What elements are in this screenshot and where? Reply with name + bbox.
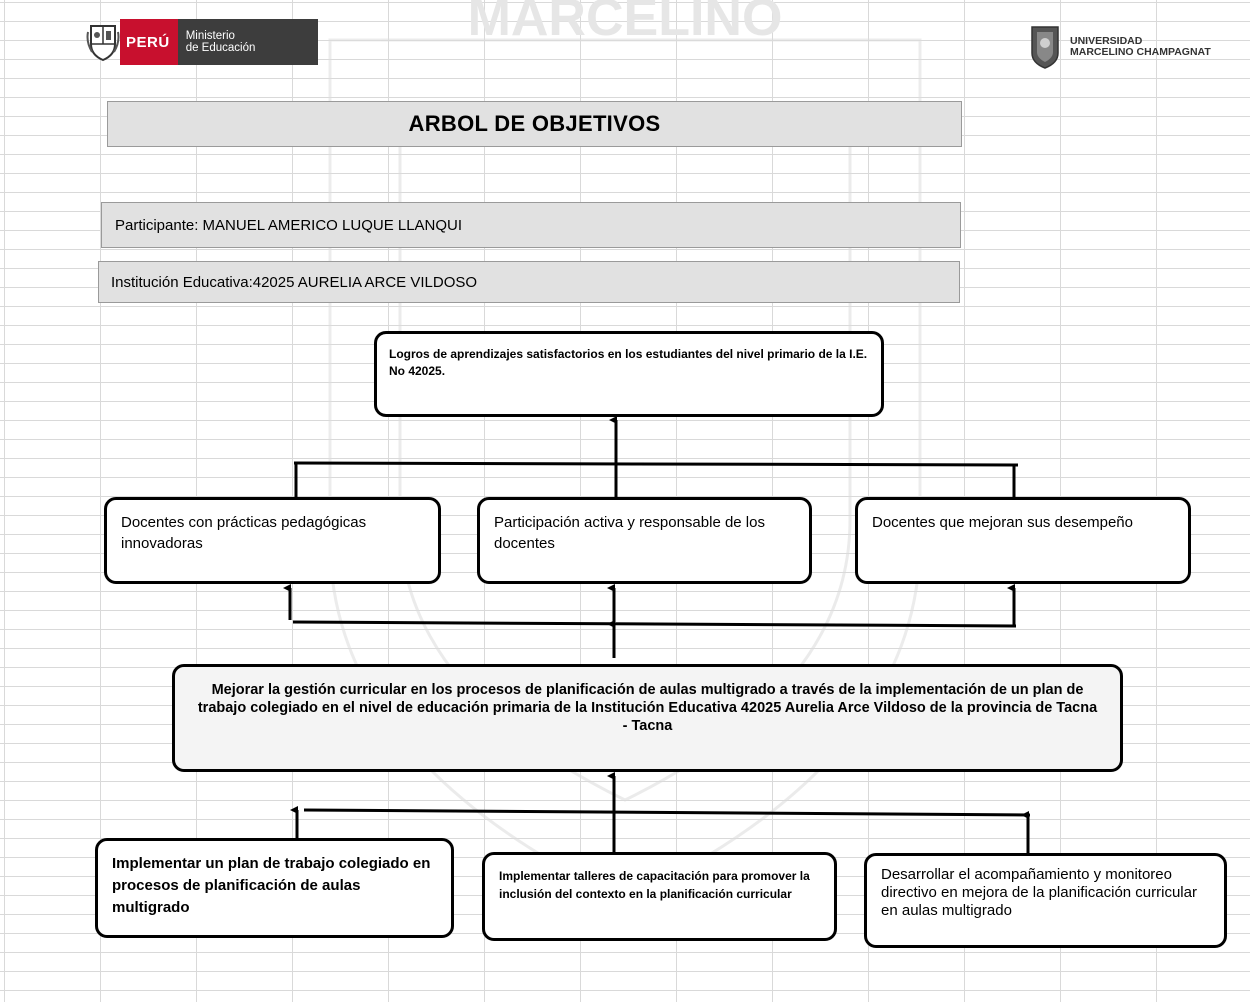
result-box-2: Participación activa y responsable de lo… <box>477 497 812 584</box>
purpose-bar-line <box>292 620 1017 628</box>
result-text-3: Docentes que mejoran sus desempeño <box>872 514 1133 531</box>
ministry-line-2: de Educación <box>185 42 256 54</box>
purpose-box: Mejorar la gestión curricular en los pro… <box>172 664 1123 772</box>
page-title: ARBOL DE OBJETIVOS <box>107 101 962 147</box>
participant-field: Participante: MANUEL AMERICO LUQUE LLANQ… <box>101 202 961 248</box>
purpose-text: Mejorar la gestión curricular en los pro… <box>197 682 1098 734</box>
result-text-1: Docentes con prácticas pedagógicas innov… <box>121 514 367 552</box>
ministry-line-1: Ministerio <box>185 30 235 42</box>
means-bar-line <box>303 808 1031 817</box>
peru-label: PERÚ <box>120 19 178 65</box>
university-crest-icon <box>1031 26 1059 69</box>
ministry-name: Ministerio de Educación <box>177 19 318 65</box>
university-name: UNIVERSIDAD MARCELINO CHAMPAGNAT <box>1070 36 1211 58</box>
results-bar-line <box>293 461 1019 467</box>
result-box-1: Docentes con prácticas pedagógicas innov… <box>104 497 441 584</box>
goal-box: Logros de aprendizajes satisfactorios en… <box>374 331 884 417</box>
result-text-2: Participación activa y responsable de lo… <box>494 514 765 552</box>
means-text-2: Implementar talleres de capacitación par… <box>499 869 810 901</box>
means-box-3: Desarrollar el acompañamiento y monitore… <box>864 853 1227 948</box>
university-line-1: UNIVERSIDAD <box>1070 35 1143 47</box>
university-line-2: MARCELINO CHAMPAGNAT <box>1070 46 1211 58</box>
means-text-1: Implementar un plan de trabajo colegiado… <box>112 855 431 916</box>
goal-text: Logros de aprendizajes satisfactorios en… <box>389 347 868 378</box>
result-box-3: Docentes que mejoran sus desempeño <box>855 497 1191 584</box>
means-box-1: Implementar un plan de trabajo colegiado… <box>95 838 454 938</box>
means-text-3: Desarrollar el acompañamiento y monitore… <box>881 866 1197 919</box>
ministry-of-education-logo: PERÚ Ministerio de Educación <box>86 19 318 65</box>
university-logo: UNIVERSIDAD MARCELINO CHAMPAGNAT <box>1030 24 1220 70</box>
means-box-2: Implementar talleres de capacitación par… <box>482 852 837 941</box>
institution-field: Institución Educativa:42025 AURELIA ARCE… <box>98 261 960 303</box>
peru-coat-of-arms-icon <box>86 25 120 62</box>
